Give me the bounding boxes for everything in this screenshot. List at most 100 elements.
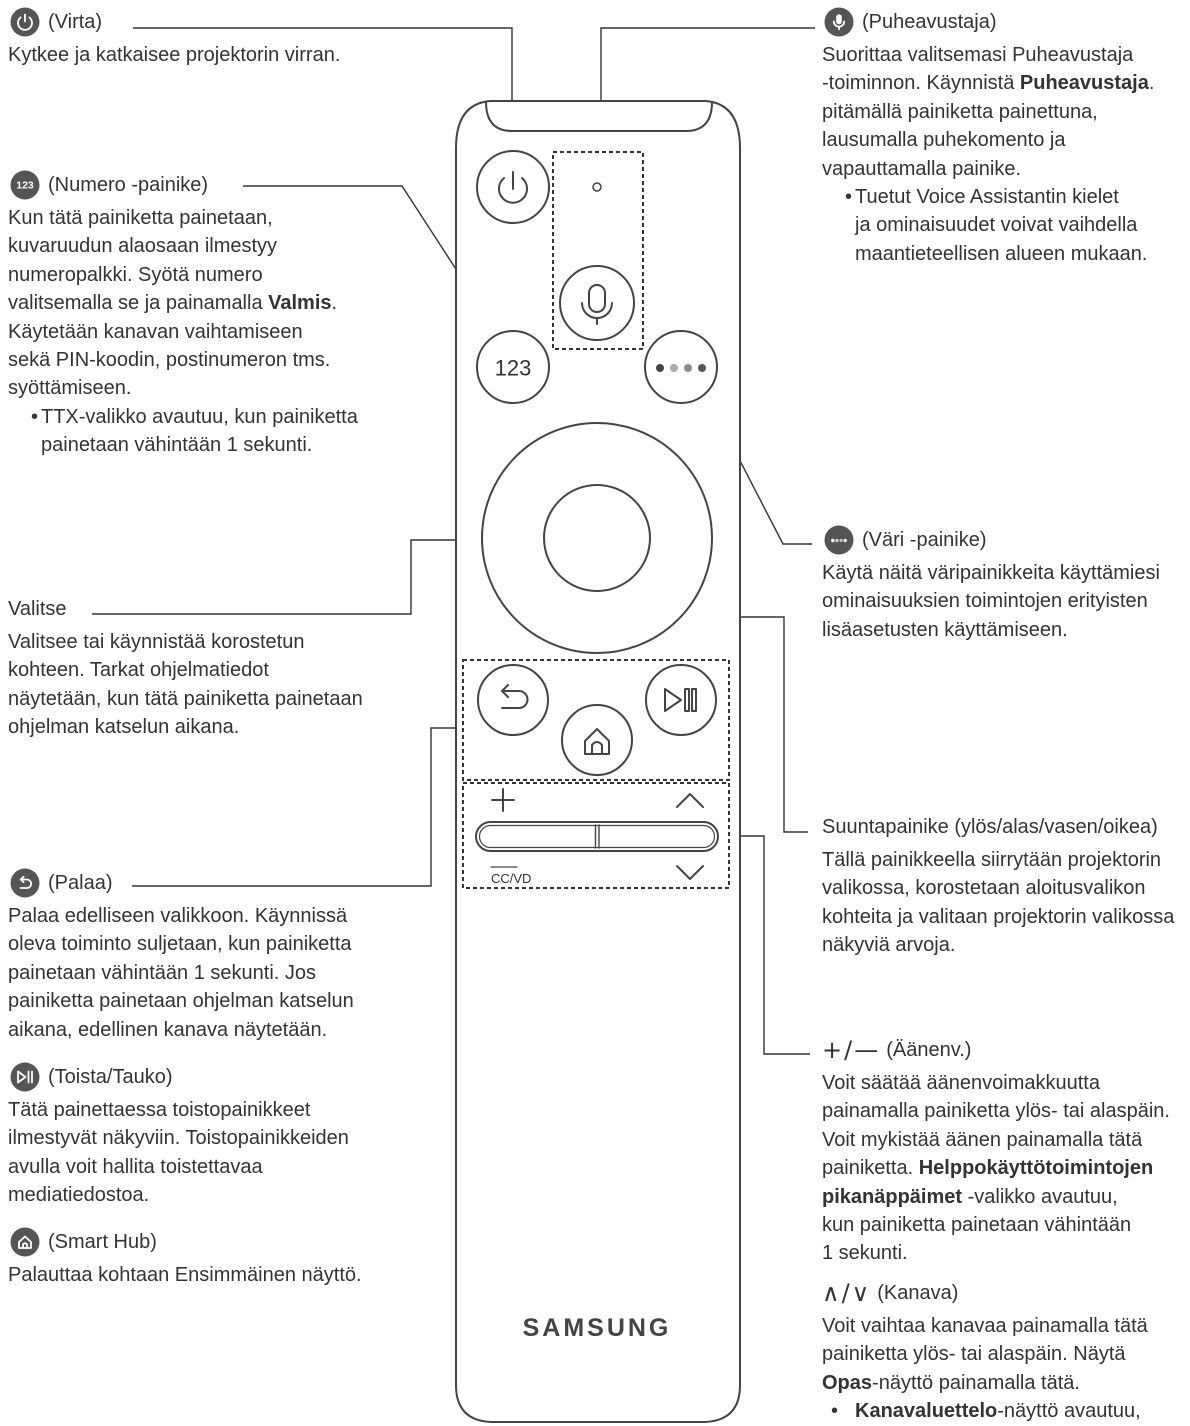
leader-line-palaa	[132, 727, 463, 887]
numero-block: 123 (Numero -painike) Kun tätä painikett…	[8, 170, 358, 460]
text-segment: Voit vaihtaa kanavaa painamalla tätä	[822, 1315, 1148, 1337]
text-segment: -näyttö painamalla tätä.	[872, 1371, 1080, 1394]
text-line: Kun tätä painiketta painetaan,	[8, 204, 358, 232]
numero-title-row: 123 (Numero -painike)	[8, 170, 358, 200]
text-segment: valikossa, korostetaan aloitusvalikon	[822, 877, 1146, 900]
text-line: avulla voit hallita toistettavaa	[8, 1153, 349, 1181]
kanava-title: (Kanava)	[877, 1282, 959, 1304]
text-segment: Tätä painettaessa toistopainikkeet	[8, 1099, 311, 1121]
text-segment: valitsemalla se ja painamalla	[8, 292, 269, 315]
suunta-title-row: Suuntapainike (ylös/alas/vasen/oikea)	[822, 812, 1174, 842]
remote-top-notch	[485, 101, 713, 132]
leader-line-aanenv	[729, 835, 810, 1055]
bold-text: Opas	[822, 1371, 873, 1394]
microphone-icon	[824, 7, 854, 37]
text-segment: 1 sekunti.	[822, 1242, 908, 1265]
text-line: maantieteellisen alueen mukaan.	[855, 240, 1154, 268]
text-segment: kun painiketta painetaan vähintään	[822, 1213, 1132, 1236]
palaa-title: (Palaa)	[48, 872, 113, 894]
number-icon-label: 123	[16, 180, 34, 192]
text-segment: lisäasetusten käyttämiseen.	[822, 618, 1068, 641]
text-segment: Tuetut Voice Assistantin kielet	[855, 185, 1119, 208]
kanava-bullet: Kanavaluettelo-näyttö avautuu,	[822, 1397, 1148, 1426]
text-line: Tätä painettaessa toistopainikkeet	[8, 1096, 349, 1124]
text-line: Tuetut Voice Assistantin kielet	[845, 183, 1154, 212]
text-line: kohteita ja valitaan projektorin valikos…	[822, 903, 1174, 931]
text-line: sekä PIN-koodin, postinumeron tms.	[8, 346, 358, 374]
volume-channel-dashed-box	[462, 782, 730, 889]
text-line: Käytä näitä väripainikkeita käyttämiesi	[822, 559, 1160, 587]
valitse-block: Valitse Valitsee tai käynnistää korostet…	[8, 594, 363, 742]
text-line: kun painiketta painetaan vähintään	[822, 1211, 1170, 1239]
text-line: Kanavaluettelo-näyttö avautuu,	[831, 1397, 1148, 1426]
home-button	[561, 704, 633, 776]
text-segment: kohteita ja valitaan projektorin valikos…	[822, 905, 1175, 928]
text-segment: .	[1148, 72, 1155, 95]
channel-down-icon	[676, 865, 704, 880]
power-button-icon	[498, 171, 528, 204]
text-segment: painiketta.	[822, 1157, 919, 1180]
smart-hub-description: Palauttaa kohtaan Ensimmäinen näyttö.	[8, 1261, 362, 1289]
color-dot	[656, 364, 664, 372]
text-line: Voit säätää äänenvoimakkuutta	[822, 1069, 1170, 1097]
palaa-title-row: (Palaa)	[8, 868, 354, 898]
text-line: Voit mykistää äänen painamalla tätä	[822, 1126, 1170, 1154]
power-icon	[10, 7, 40, 37]
vari-title: (Väri -painike)	[862, 529, 987, 551]
palaa-block: (Palaa) Palaa edelliseen valikkoon. Käyn…	[8, 868, 354, 1044]
text-line: näytetään, kun tätä painiketta painetaan	[8, 685, 363, 713]
voice-area-dashed-box	[552, 151, 644, 350]
valitse-title-row: Valitse	[8, 594, 363, 624]
text-line: mediatiedostoa.	[8, 1181, 349, 1209]
text-line: 1 sekunti.	[822, 1239, 1170, 1267]
smart-hub-title-row: (Smart Hub)	[8, 1227, 362, 1257]
play-pause-button	[645, 664, 717, 736]
text-segment: ohjelman katselun aikana.	[8, 716, 240, 739]
text-segment: painiketta painetaan ohjelman katselun	[8, 990, 354, 1013]
text-segment: -toiminnon. Käynnistä	[822, 72, 1020, 95]
bold-text: pikanäppäimet	[822, 1185, 963, 1208]
cc-vd-label: CC/VD	[491, 871, 531, 886]
number-button: 123	[476, 330, 550, 404]
text-segment: Kytkee ja katkaisee projektorin virran.	[8, 44, 341, 66]
text-line: Suorittaa valitsemasi Puheavustaja	[822, 41, 1154, 69]
text-segment: vapauttamalla painike.	[822, 157, 1022, 180]
puheavustaja-description: Suorittaa valitsemasi Puheavustaja-toimi…	[822, 41, 1154, 183]
smart-hub-block: (Smart Hub) Palauttaa kohtaan Ensimmäine…	[8, 1227, 362, 1289]
text-segment: TTX-valikko avautuu, kun painiketta	[41, 405, 358, 428]
valitse-title: Valitse	[8, 598, 67, 620]
bold-text: Valmis	[268, 292, 332, 315]
brand-logo: SAMSUNG	[523, 1314, 672, 1342]
numero-title: (Numero -painike)	[48, 174, 209, 196]
control-dashed-box	[462, 659, 730, 781]
text-line: valitsemalla se ja painamalla Valmis.	[8, 289, 358, 317]
text-segment: Palaa edelliseen valikkoon. Käynnissä	[8, 905, 348, 927]
text-line: syöttämiseen.	[8, 374, 358, 402]
text-line: ohjelman katselun aikana.	[8, 713, 363, 741]
text-segment: Kun tätä painiketta painetaan,	[8, 207, 273, 229]
numero-bullet: TTX-valikko avautuu, kun painiketta paine…	[8, 403, 358, 460]
text-line: valikossa, korostetaan aloitusvalikon	[822, 874, 1174, 902]
text-line: lisäasetusten käyttämiseen.	[822, 616, 1160, 644]
microphone-button-icon	[581, 284, 613, 325]
smart-hub-title: (Smart Hub)	[48, 1231, 157, 1253]
number-icon: 123	[10, 170, 40, 200]
virta-block: (Virta) Kytkee ja katkaisee projektorin …	[8, 7, 340, 69]
text-segment: sekä PIN-koodin, postinumeron tms.	[8, 348, 331, 371]
text-segment: näkyviä arvoja.	[822, 934, 956, 957]
text-line: Palauttaa kohtaan Ensimmäinen näyttö.	[8, 1261, 362, 1289]
text-line: -toiminnon. Käynnistä Puheavustaja.	[822, 69, 1154, 97]
text-line: kohteen. Tarkat ohjelmatiedot	[8, 656, 363, 684]
numero-description: Kun tätä painiketta painetaan,kuvaruudun…	[8, 204, 358, 403]
text-line: painetaan vähintään 1 sekunti.	[41, 431, 358, 459]
kanava-title-row: ∧/∨ (Kanava)	[822, 1278, 1148, 1308]
color-button	[644, 330, 718, 404]
bold-text: Helppokäyttötoimintojen	[918, 1157, 1154, 1180]
color-dots-icon	[824, 525, 854, 555]
text-segment: oleva toiminto suljetaan, kun painiketta	[8, 933, 352, 956]
